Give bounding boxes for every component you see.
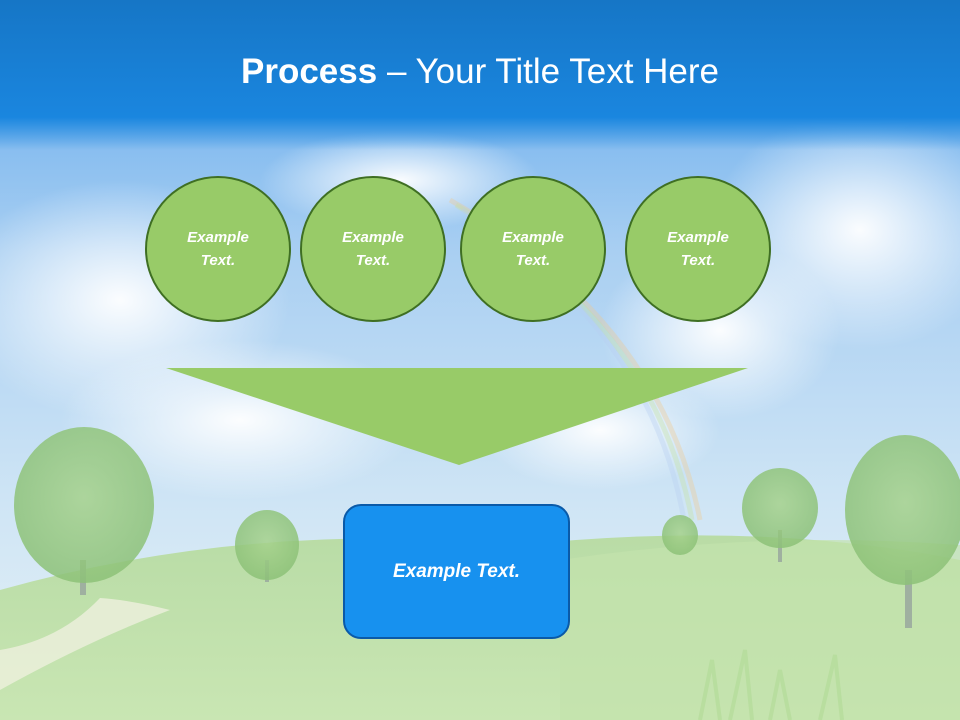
process-circle-3[interactable]: Example Text. [460,176,606,322]
result-box[interactable]: Example Text. [343,504,570,639]
process-circle-2[interactable]: Example Text. [300,176,446,322]
process-circle-label: Example Text. [502,229,564,269]
process-circle-label: Example Text. [187,229,249,269]
process-circle-label: Example Text. [667,229,729,269]
result-box-label: Example Text. [392,560,521,582]
title-rest: – Your Title Text Here [377,52,719,91]
process-circle-4[interactable]: Example Text. [625,176,771,322]
title-bold: Process [241,52,378,91]
title-bar [0,0,960,150]
process-circle-1[interactable]: Example Text. [145,176,291,322]
funnel-arrow [166,368,748,465]
process-circle-label: Example Text. [342,229,404,269]
page-title: Process – Your Title Text Here [0,52,960,92]
